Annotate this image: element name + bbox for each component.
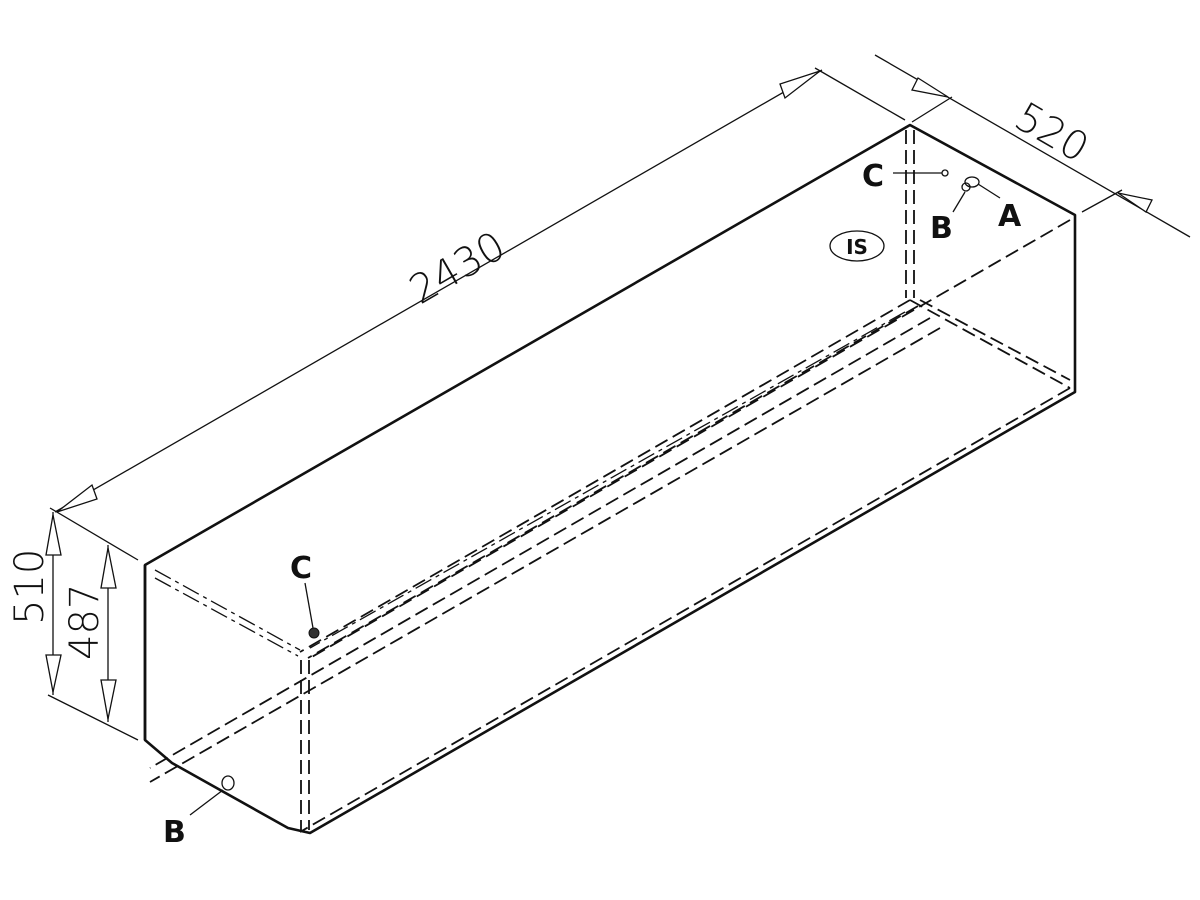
dimension-height-outer-label: 510 xyxy=(7,549,53,625)
dimension-height-inner-label: 487 xyxy=(62,584,108,660)
dimension-length-label: 2430 xyxy=(402,223,513,314)
is-mark-ellipse xyxy=(829,230,885,262)
is-mark: IS xyxy=(846,235,868,259)
callout-b-top: B xyxy=(930,211,953,246)
tank-outline xyxy=(143,123,1077,835)
hidden-edges xyxy=(149,130,1071,833)
callout-c-front: C xyxy=(290,551,312,586)
dimension-height-outer: 510 xyxy=(7,512,139,741)
dimension-width: 520 xyxy=(874,54,1191,238)
callout-b-front: B xyxy=(163,815,186,850)
callouts-front: C B xyxy=(163,551,320,850)
callout-a-top: A xyxy=(998,199,1022,234)
callout-c-top: C xyxy=(862,159,884,194)
dimension-width-label: 520 xyxy=(1007,94,1096,172)
dimension-height-inner: 487 xyxy=(62,545,117,722)
dimension-length: 2430 xyxy=(49,67,906,561)
callouts-top: C B A IS xyxy=(829,159,1022,262)
